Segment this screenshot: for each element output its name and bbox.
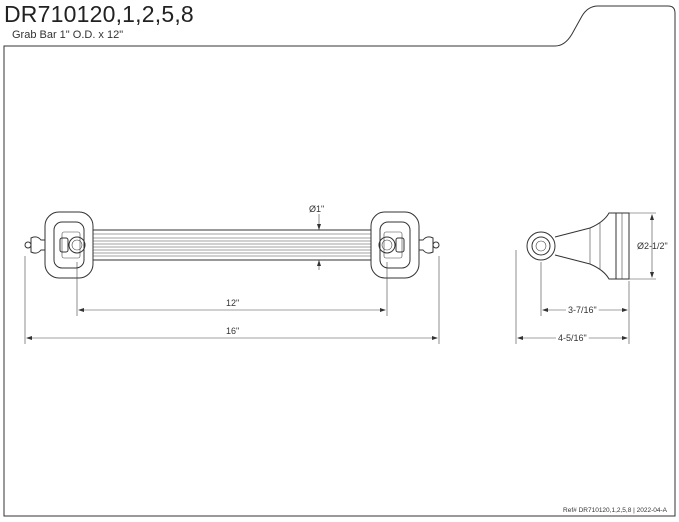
overall-length-label: 16": [226, 326, 239, 336]
front-view: [24, 211, 440, 279]
overall-length-dimension: 16": [24, 256, 440, 344]
side-view: [526, 212, 630, 280]
left-end-cap: [24, 236, 46, 254]
flange-diameter-label: Ø2-1/2": [637, 241, 668, 251]
left-flange: [44, 211, 94, 279]
bar-diameter-label: Ø1": [309, 204, 324, 214]
model-number-title: DR710120,1,2,5,8: [4, 1, 194, 27]
right-flange: [370, 211, 420, 279]
product-description: Grab Bar 1" O.D. x 12": [12, 29, 124, 41]
overall-projection-label: 4-5/16": [558, 333, 587, 343]
projection-center-label: 3-7/16": [568, 305, 597, 315]
side-post: [554, 212, 617, 280]
reference-footer: Ref# DR710120,1,2,5,8 | 2022-04-A: [563, 507, 667, 514]
grab-bar-body: [92, 229, 372, 261]
center-to-center-label: 12": [226, 298, 239, 308]
overall-projection-dimension: 4-5/16": [515, 250, 630, 344]
side-bar-end: [526, 231, 556, 261]
projection-center-dimension: 3-7/16": [540, 262, 630, 316]
overall-projection-label-background: [556, 333, 589, 343]
side-flange: [615, 212, 630, 280]
right-end-cap: [418, 236, 440, 254]
bar-diameter-dimension: Ø1": [309, 204, 324, 270]
projection-center-label-background: [566, 305, 599, 315]
flange-diameter-dimension: Ø2-1/2": [629, 212, 668, 280]
center-to-center-dimension: 12": [76, 262, 388, 316]
drawing-frame: [3, 5, 676, 517]
